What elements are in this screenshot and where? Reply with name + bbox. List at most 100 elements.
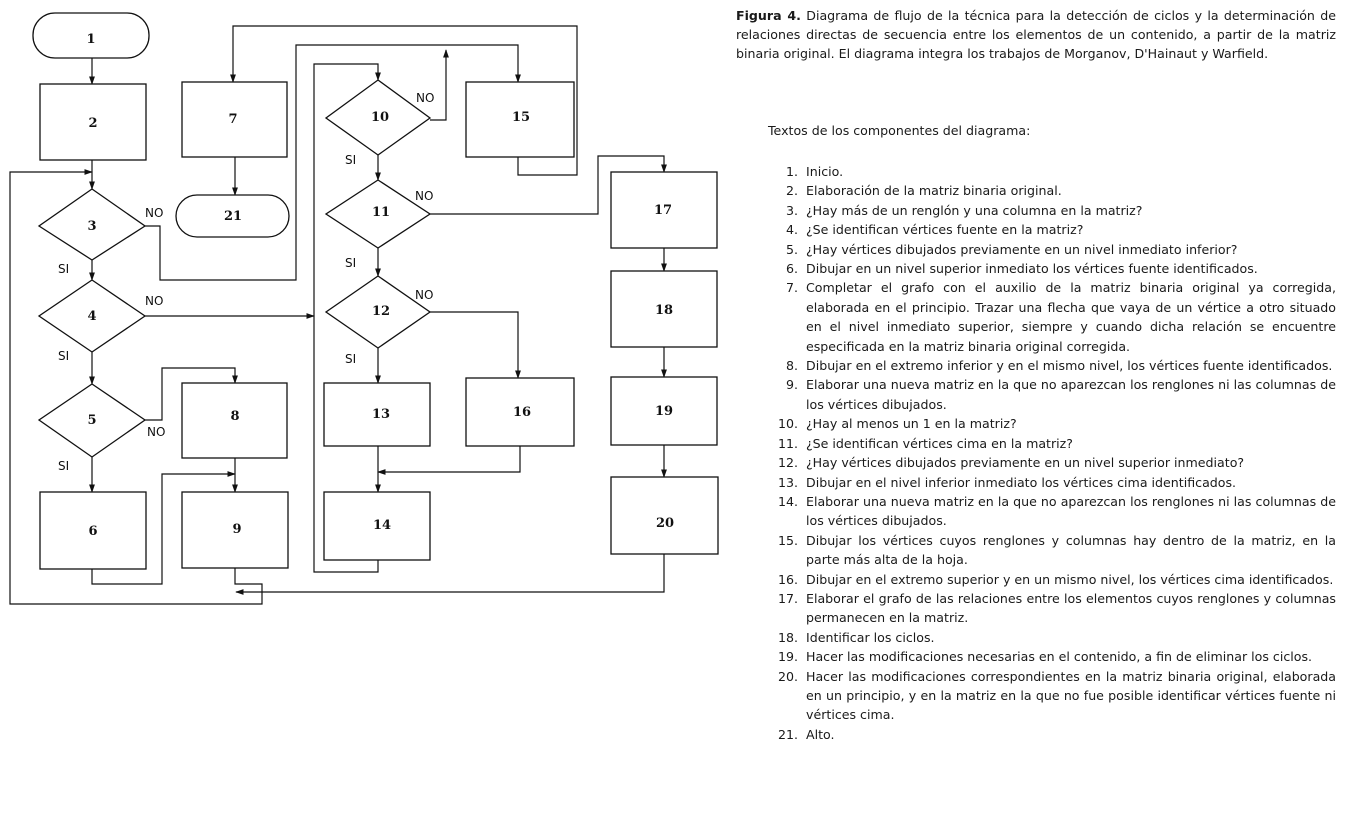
legend-item-text: Identificar los ciclos. — [806, 629, 935, 645]
legend-item: 8. Dibujar en el extremo inferior y en el… — [768, 356, 1336, 375]
node-13-label: 13 — [372, 407, 390, 422]
legend-item-number: 4. — [785, 222, 798, 238]
node-6-label: 6 — [88, 524, 97, 539]
legend-item: 9. Elaborar una nueva matriz en la que no… — [768, 375, 1336, 414]
process-20 — [610, 476, 719, 555]
legend-item-text: Elaborar una nueva matriz en la que no a… — [806, 493, 1336, 529]
label-12-si: SI — [345, 352, 356, 366]
node-18-label: 18 — [655, 303, 673, 318]
legend-item: 12.¿Hay vértices dibujados previamente e… — [768, 453, 1336, 472]
legend-item-text: ¿Hay vértices dibujados previamente en u… — [806, 241, 1238, 257]
legend-item-number: 12. — [777, 455, 798, 471]
legend-title: Textos de los componentes del diagrama: — [768, 123, 1031, 138]
legend-item-text: Hacer las modificaciones correspondiente… — [806, 668, 1336, 723]
edge-14-loop-10 — [313, 63, 381, 573]
legend-item: 1. Inicio. — [768, 162, 1336, 181]
process-16 — [465, 377, 575, 447]
legend-item-number: 10. — [777, 416, 798, 432]
process-8 — [181, 382, 288, 459]
label-12-no: NO — [415, 288, 433, 302]
legend-item: 18.Identificar los ciclos. — [768, 628, 1336, 647]
legend-item-number: 6. — [785, 261, 798, 277]
figure-caption-text: Diagrama de flujo de la técnica para la … — [736, 8, 1336, 61]
process-14 — [323, 491, 431, 561]
edge-3-no-15 — [145, 44, 521, 281]
legend-list: 1. Inicio. 2. Elaboración de la matriz bin… — [768, 162, 1336, 744]
flowchart: 1 2 3 4 5 6 7 8 9 10 11 12 13 14 15 16 1… — [9, 12, 719, 605]
decision-3 — [37, 188, 147, 261]
label-10-si: SI — [345, 153, 356, 167]
figure-label: Figura 4. — [736, 8, 801, 23]
node-21-label: 21 — [224, 209, 242, 224]
label-5-si: SI — [58, 459, 69, 473]
legend-item: 16. Dibujar en el extremo superior y en u… — [768, 570, 1336, 589]
legend-item-text: Dibujar en el extremo inferior y en el m… — [806, 358, 1333, 374]
legend-item-text: ¿Se identifican vértices cima en la matr… — [806, 435, 1073, 451]
legend-item: 7.Completar el grafo con el auxilio de l… — [768, 278, 1336, 356]
node-8-label: 8 — [230, 409, 239, 424]
process-15 — [465, 81, 575, 158]
process-6 — [39, 491, 147, 570]
process-7 — [181, 81, 288, 158]
process-13 — [323, 382, 431, 447]
legend-item: 14.Elaborar una nueva matriz en la que n… — [768, 492, 1336, 531]
legend-item-number: 9. — [785, 377, 798, 393]
branch-labels: NO SI NO SI NO SI NO SI NO SI NO SI — [58, 91, 434, 473]
legend-item-text: ¿Hay al menos un 1 en la matriz? — [806, 416, 1017, 432]
node-5-label: 5 — [87, 413, 96, 428]
legend-item: 5. ¿Hay vértices dibujados previamente en… — [768, 240, 1336, 259]
legend-item: 20. Hacer las modificaciones correspondie… — [768, 667, 1336, 725]
legend-item-number: 5. — [785, 241, 798, 257]
legend-item-number: 2. — [785, 183, 798, 199]
edge-16-14 — [377, 446, 521, 475]
node-9-label: 9 — [232, 522, 241, 537]
legend-item-number: 3. — [785, 202, 798, 218]
legend-item: 6. Dibujar en un nivel superior inmediato… — [768, 259, 1336, 278]
legend-item: 21.Alto. — [768, 725, 1336, 744]
decision-10 — [324, 79, 432, 156]
legend-item-number: 1. — [785, 164, 798, 179]
process-17 — [610, 171, 718, 249]
node-16-label: 16 — [513, 405, 531, 420]
legend-item: 3. ¿Hay más de un renglón y una columna e… — [768, 201, 1336, 220]
legend-item-number: 8. — [785, 358, 798, 374]
legend-item-number: 13. — [777, 474, 798, 490]
edge-10-no — [430, 49, 449, 121]
legend-item: 17.Elaborar el grafo de las relaciones e… — [768, 589, 1336, 628]
node-15-label: 15 — [512, 110, 530, 125]
edge-20-loop — [235, 554, 665, 595]
legend-item-number: 16. — [777, 571, 798, 587]
legend-item-text: ¿Se identifican vértices fuente en la ma… — [806, 222, 1084, 238]
process-9 — [181, 491, 289, 569]
label-4-no: NO — [145, 294, 163, 308]
legend-item-number: 17. — [777, 590, 798, 606]
legend-item-text: Dibujar en un nivel superior inmediato l… — [806, 261, 1258, 277]
legend-item-text: Inicio. — [806, 164, 844, 179]
decision-12 — [324, 275, 432, 349]
label-5-no: NO — [147, 425, 165, 439]
decision-11 — [324, 179, 432, 249]
edge-15-7 — [230, 25, 578, 176]
terminal-start — [32, 12, 150, 59]
legend-item-number: 7. — [785, 280, 798, 296]
legend-item-text: Elaboración de la matriz binaria origina… — [806, 183, 1062, 199]
node-labels: 1 2 3 4 5 6 7 8 9 10 11 12 13 14 15 16 1… — [86, 32, 674, 539]
legend-item-text: Dibujar en el extremo superior y en un m… — [806, 571, 1334, 587]
legend-item-text: Elaborar una nueva matriz en la que no a… — [806, 377, 1336, 412]
legend-item-number: 20. — [777, 668, 798, 684]
process-2 — [39, 83, 147, 161]
label-3-si: SI — [58, 262, 69, 276]
connectors — [9, 25, 667, 605]
edge-5-no-8 — [145, 367, 238, 421]
legend-item: 2. Elaboración de la matriz binaria origi… — [768, 181, 1336, 200]
legend-item-text: ¿Hay más de un renglón y una columna en … — [806, 202, 1143, 218]
node-3-label: 3 — [87, 219, 96, 234]
legend-item-text: Hacer las modificaciones necesarias en e… — [806, 649, 1313, 665]
shapes — [32, 12, 719, 570]
decision-5 — [37, 383, 147, 458]
legend-item-text: Dibujar los vértices cuyos renglones y c… — [806, 532, 1336, 568]
label-11-no: NO — [415, 189, 433, 203]
edge-6-9 — [91, 471, 236, 585]
node-1-label: 1 — [86, 32, 95, 47]
node-14-label: 14 — [373, 518, 391, 533]
